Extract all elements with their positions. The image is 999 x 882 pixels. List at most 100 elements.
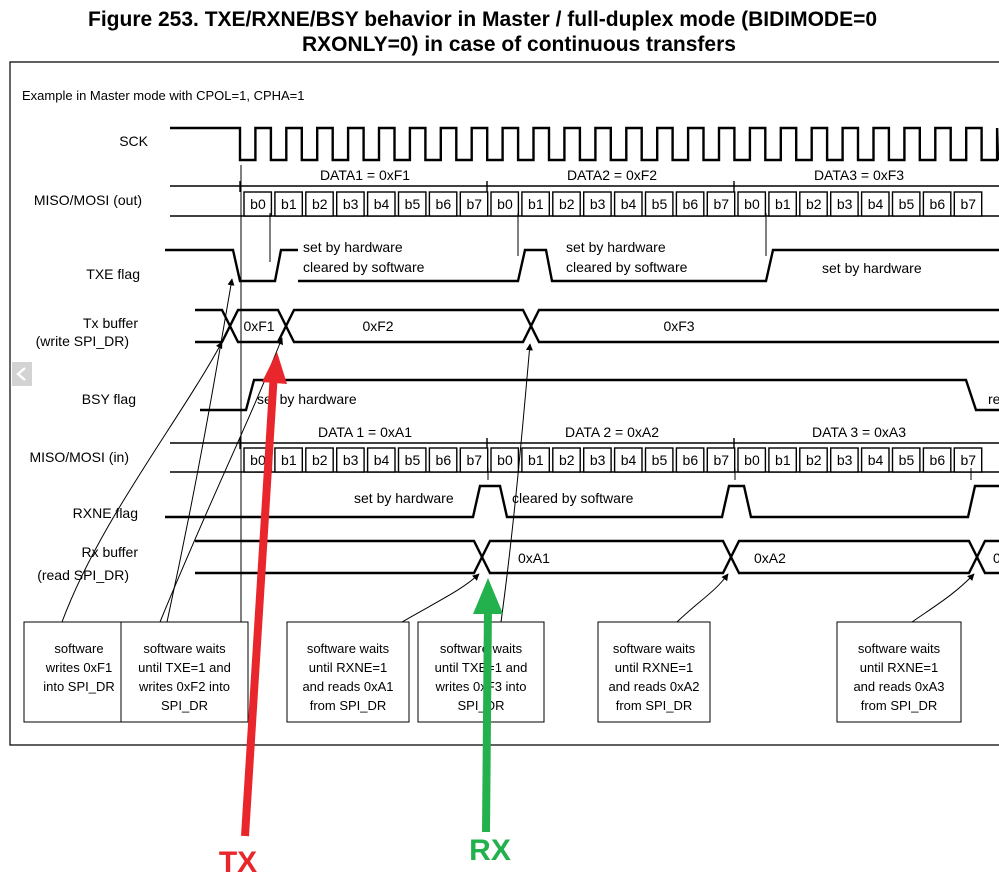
miso-in-bit-label: b0 (497, 452, 513, 468)
miso-in-bit-cell (644, 447, 674, 473)
miso-in-bit-label: b3 (837, 452, 853, 468)
miso-in-bit-cell (490, 447, 520, 473)
note-line: software waits (613, 641, 696, 656)
miso-in-bit-label: b1 (775, 452, 791, 468)
mosi-out-bit-cell (583, 191, 612, 217)
mosi-out-bit-cell (397, 191, 427, 217)
miso-in-bit-cell (366, 447, 396, 473)
mosi-out-bit-label: b2 (559, 196, 575, 212)
mosi-out-bit-label: b4 (621, 196, 637, 212)
note-line: until TXE=1 and (435, 660, 528, 675)
figure-frame (9, 61, 999, 746)
mosi-out-bit-label: b0 (250, 196, 266, 212)
mosi-out-frame-label: DATA1 = 0xF1 (320, 167, 410, 183)
mosi-out-bit-label: b2 (806, 196, 822, 212)
mosi-out-bit-label: b4 (374, 196, 390, 212)
rxne-note-set: set by hardware (354, 490, 454, 506)
miso-in-bit-label: b3 (590, 452, 606, 468)
miso-in-frame-label: DATA 2 = 0xA2 (565, 424, 659, 440)
miso-in-bit-label: b7 (960, 452, 976, 468)
mosi-out-bit-cell (366, 191, 396, 217)
figure-title-line-2: RXONLY=0) in case of continuous transfer… (302, 33, 736, 56)
miso-in-bit-cell (613, 447, 643, 473)
note-line: writes 0xF2 into (138, 679, 230, 694)
mosi-out-bit-cell (644, 191, 674, 217)
miso-in-bit-label: b7 (466, 452, 482, 468)
mosi-out-bit-cell (305, 191, 334, 217)
tx-overlay-arrow (241, 352, 287, 837)
miso-in-bit-label: b2 (806, 452, 822, 468)
mosi-out-bit-cell (953, 191, 983, 217)
label-bsy-flag: BSY flag (82, 391, 136, 407)
rx-bus-a3 (975, 539, 999, 575)
note-line: until TXE=1 and (138, 660, 231, 675)
txe-note-clear-2: cleared by software (566, 259, 688, 275)
miso-in-bit-label: b5 (405, 452, 421, 468)
miso-in-bit-cell (521, 447, 551, 473)
miso-in-bit-cell (953, 447, 983, 473)
miso-in-bit-cell (768, 447, 798, 473)
miso-in-bit-cell (428, 447, 458, 473)
note-line: into SPI_DR (43, 679, 115, 694)
miso-in-bit-cell (737, 447, 767, 473)
rx-value-2: 0xA2 (754, 550, 786, 566)
miso-in-bit-label: b4 (374, 452, 390, 468)
rx-overlay-arrow (473, 578, 503, 833)
mosi-out-bit-label: b7 (960, 196, 976, 212)
label-miso-in: MISO/MOSI (in) (29, 449, 129, 465)
note-line: SPI_DR (458, 698, 505, 713)
mosi-out-bit-label: b1 (528, 196, 544, 212)
mosi-out-bit-label: b6 (930, 196, 946, 212)
mosi-out-bit-label: b7 (713, 196, 729, 212)
miso-in-bit-label: b1 (528, 452, 544, 468)
mosi-out-bit-label: b5 (652, 196, 668, 212)
note-line: until RXNE=1 (309, 660, 387, 675)
txe-note-set-1: set by hardware (303, 239, 403, 255)
mosi-out-bit-cell (490, 191, 520, 217)
mosi-out-bit-cell (521, 191, 551, 217)
figure-title-line-1: Figure 253. TXE/RXNE/BSY behavior in Mas… (88, 8, 877, 31)
note-line: writes 0xF3 into (434, 679, 526, 694)
note-line: writes 0xF1 (45, 660, 112, 675)
miso-in-bit-label: b6 (683, 452, 699, 468)
txe-note-clear-1: cleared by software (303, 259, 425, 275)
mosi-out-bit-label: b4 (868, 196, 884, 212)
sck-waveform (170, 126, 999, 162)
miso-in-bit-cell (397, 447, 427, 473)
miso-in-bit-cell (860, 447, 890, 473)
note-line: from SPI_DR (616, 698, 693, 713)
note-line: and reads 0xA2 (608, 679, 699, 694)
miso-in-bit-label: b0 (744, 452, 760, 468)
mosi-out-bit-cell (552, 191, 581, 217)
miso-in-bit-cell (799, 447, 828, 473)
mosi-out-bit-cell (613, 191, 643, 217)
mosi-out-bit-label: b5 (899, 196, 915, 212)
miso-in-bit-label: b6 (930, 452, 946, 468)
miso-in-bit-label: b5 (652, 452, 668, 468)
mosi-out-bit-label: b3 (590, 196, 606, 212)
mosi-out-bit-cell (737, 191, 767, 217)
label-rxne-flag: RXNE flag (73, 505, 138, 521)
mosi-out-bit-cell (860, 191, 890, 217)
miso-in-bit-label: b2 (312, 452, 328, 468)
miso-in-bit-label: b4 (868, 452, 884, 468)
mosi-out-bit-label: b0 (744, 196, 760, 212)
example-note: Example in Master mode with CPOL=1, CPHA… (22, 88, 305, 103)
mosi-out-bit-cell (274, 191, 303, 217)
bsy-note-right: re (988, 391, 999, 407)
mosi-out-bit-label: b1 (281, 196, 297, 212)
miso-in-bit-cell (305, 447, 334, 473)
miso-in-bit-label: b0 (250, 452, 266, 468)
tx-bus-f3 (529, 308, 999, 344)
mosi-out-bit-cell (922, 191, 952, 217)
miso-in-bit-label: b6 (436, 452, 452, 468)
tx-bus-f2 (284, 308, 533, 344)
chevron-left-icon[interactable] (12, 362, 32, 386)
